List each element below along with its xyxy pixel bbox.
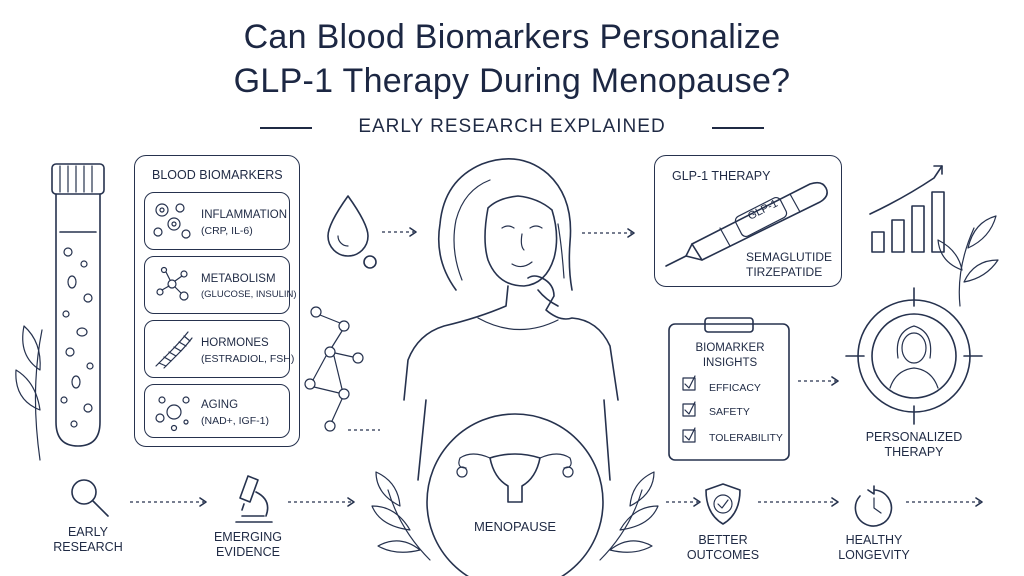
cells-icon	[153, 203, 191, 239]
insights-heading-1: BIOMARKER	[695, 342, 765, 354]
menopause-badge	[371, 413, 659, 576]
drug-name: TIRZEPATIDE	[746, 265, 823, 279]
timeline-arrow-4	[758, 497, 839, 507]
timeline-label-4b: LONGEVITY	[838, 548, 910, 562]
timeline-label-1b: RESEARCH	[53, 540, 123, 554]
biomarker-detail: (ESTRADIOL, FSH)	[201, 353, 295, 365]
insight-check: EFFICACY	[709, 382, 761, 394]
blood-drop-icon	[327, 195, 417, 269]
microscope-icon	[235, 475, 273, 523]
personalized-line-1: PERSONALIZED	[865, 430, 963, 444]
insights-heading-2: INSIGHTS	[702, 357, 758, 369]
biomarker-detail: (CRP, IL-6)	[201, 225, 253, 237]
page-title-line-2: GLP-1 Therapy During Menopause?	[233, 62, 791, 100]
therapy-heading: GLP-1 THERAPY	[672, 169, 771, 183]
dna-icon	[155, 331, 193, 369]
biomarker-label: METABOLISM	[201, 273, 276, 285]
biomarker-card-hormones[interactable]	[144, 320, 290, 378]
biomarker-detail: (NAD+, IGF-1)	[201, 415, 269, 427]
shield-check-icon	[705, 483, 741, 525]
woman-illustration	[403, 158, 619, 481]
biomarker-card-aging[interactable]	[144, 384, 290, 438]
molecule-network-icon	[304, 306, 380, 432]
subtitle-rule-right	[712, 127, 764, 129]
target-portrait-icon	[845, 287, 983, 425]
test-tube-icon	[15, 163, 105, 461]
arrow-to-personalized	[798, 376, 839, 386]
bubbles-icon	[155, 396, 190, 432]
subtitle-rule-left	[260, 127, 312, 129]
timeline-label-3: BETTER	[698, 533, 748, 547]
biomarker-label: HORMONES	[201, 337, 269, 349]
timeline-label-4: HEALTHY	[845, 533, 903, 547]
biomarkers-heading: BLOOD BIOMARKERS	[152, 168, 283, 182]
timeline-label-3b: OUTCOMES	[686, 548, 760, 562]
timeline-arrow-1	[130, 497, 207, 507]
insight-check: TOLERABILITY	[709, 432, 783, 444]
clipboard-icon	[668, 317, 790, 461]
insight-check: SAFETY	[709, 406, 750, 418]
molecule-icon	[156, 266, 189, 301]
drug-name: SEMAGLUTIDE	[746, 250, 833, 264]
growth-chart-icon	[869, 165, 999, 307]
biomarker-label: INFLAMMATION	[201, 209, 288, 221]
arrow-to-therapy	[582, 228, 635, 238]
clock-icon	[854, 485, 893, 527]
biomarker-detail: (GLUCOSE, INSULIN)	[201, 289, 297, 300]
timeline-label-2b: EVIDENCE	[216, 545, 280, 559]
timeline-label-2: EMERGING	[213, 530, 283, 544]
timeline-arrow-2	[288, 497, 355, 507]
biomarker-label: AGING	[201, 399, 239, 411]
injection-pen-icon	[665, 181, 828, 267]
magnifier-icon	[71, 479, 109, 517]
timeline-arrow-3	[666, 497, 701, 507]
page-subtitle: EARLY RESEARCH EXPLAINED	[358, 116, 666, 137]
timeline-arrow-5	[906, 497, 983, 507]
page-title-line-1: Can Blood Biomarkers Personalize	[243, 18, 781, 56]
timeline-label-1: EARLY	[67, 525, 109, 539]
personalized-line-2: THERAPY	[884, 445, 944, 459]
glp1-therapy-panel	[654, 155, 842, 287]
menopause-label: MENOPAUSE	[473, 519, 557, 534]
